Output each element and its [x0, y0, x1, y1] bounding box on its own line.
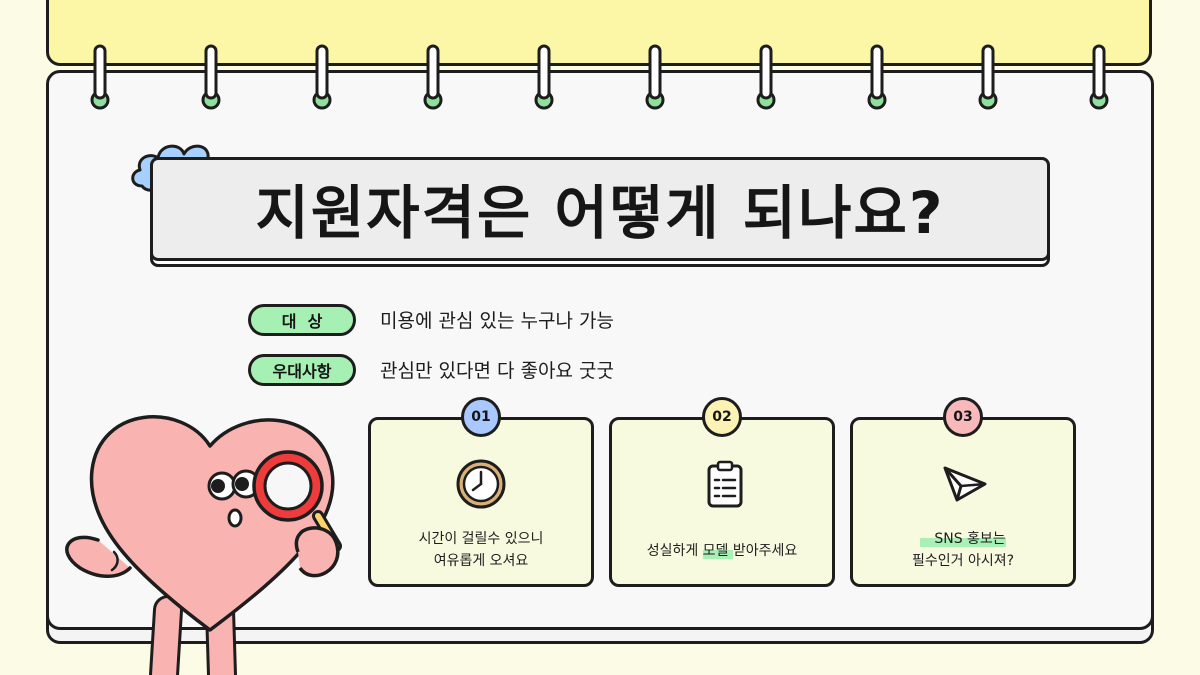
card-model-line1-post: 받아주세요 [732, 543, 798, 559]
back-sheet [46, 0, 1152, 66]
spiral-ring [423, 44, 443, 110]
card-model-number-badge: 02 [702, 397, 742, 437]
clock-icon [456, 459, 506, 509]
paper-plane-icon [943, 466, 987, 502]
card-sns-line2: 필수인거 아시져? [911, 553, 1015, 569]
card-sns-number-badge: 03 [943, 397, 983, 437]
card-sns-number: 03 [953, 409, 973, 425]
card-sns-line1: SNS 홍보는 [920, 531, 1006, 547]
page-title: 지원자격은 어떻게 되나요? [255, 179, 945, 247]
spiral-ring [201, 44, 221, 110]
heart-mascot-illustration [65, 415, 342, 675]
spiral-ring [312, 44, 332, 110]
preference-label-pill: 우대사항 [248, 354, 356, 386]
spiral-ring [756, 44, 776, 110]
card-time-number-badge: 01 [461, 397, 501, 437]
clipboard-icon [707, 460, 743, 508]
card-time-number: 01 [471, 409, 491, 425]
card-model-line1-pre: 성실하게 [646, 543, 703, 559]
spiral-ring [645, 44, 665, 110]
title-box: 지원자격은 어떻게 되나요? [150, 157, 1050, 261]
card-model: 성실하게 모델 받아주세요 [609, 417, 835, 587]
target-text: 미용에 관심 있는 누구나 가능 [380, 310, 614, 332]
target-label: 대 상 [281, 312, 323, 331]
spiral-ring [978, 44, 998, 110]
card-time: 시간이 걸릴수 있으니 여유롭게 오셔요 [368, 417, 594, 587]
card-time-line1: 시간이 걸릴수 있으니 [418, 531, 544, 547]
target-label-pill: 대 상 [248, 304, 356, 336]
spiral-ring [1089, 44, 1109, 110]
card-model-number: 02 [712, 409, 732, 425]
card-model-text: 성실하게 모델 받아주세요 [609, 540, 835, 562]
card-time-line2: 여유롭게 오셔요 [433, 553, 529, 569]
card-sns-text: SNS 홍보는 필수인거 아시져? [850, 528, 1076, 572]
card-model-highlight: 모델 [702, 543, 733, 559]
spiral-ring [90, 44, 110, 110]
preference-label: 우대사항 [272, 362, 332, 381]
spiral-ring [867, 44, 887, 110]
preference-text: 관심만 있다면 다 좋아요 굿굿 [380, 360, 614, 382]
card-time-text: 시간이 걸릴수 있으니 여유롭게 오셔요 [368, 528, 594, 572]
spiral-ring [534, 44, 554, 110]
card-sns: SNS 홍보는 필수인거 아시져? [850, 417, 1076, 587]
